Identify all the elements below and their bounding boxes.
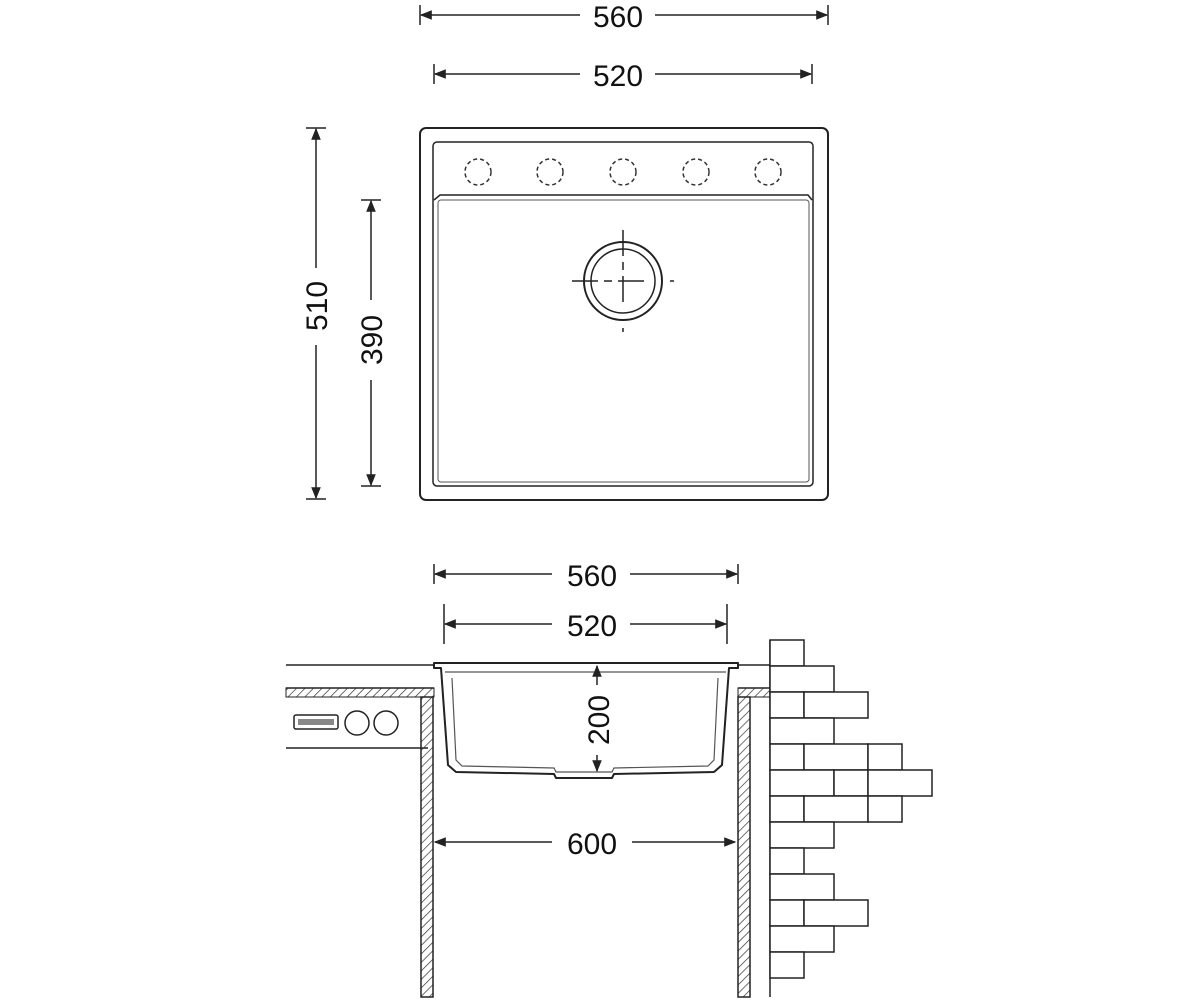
top-view: 560 520 510 390 [301,1,829,501]
side-view: 560 520 [285,560,933,998]
top-depth-outer-label: 510 [301,281,334,331]
cabinet-width-label: 600 [567,828,617,861]
top-depth-inner-dimension: 390 [356,199,389,487]
top-width-outer-label: 560 [593,1,643,34]
side-width-inner-label: 520 [567,610,617,643]
tap-ledge-edge [433,194,813,201]
side-width-outer-dimension: 560 [433,560,739,593]
top-width-inner-dimension: 520 [433,60,813,93]
countertop-right [737,664,771,698]
bowl-depth-label: 200 [583,695,616,745]
tap-hole-icon [536,158,564,186]
cabinet-width-dimension: 600 [433,828,737,861]
top-depth-outer-dimension: 510 [301,127,334,500]
top-width-outer-dimension: 560 [419,1,829,34]
bowl-depth-dimension: 200 [583,664,616,773]
brick-wall [769,639,933,997]
tap-hole-icon [464,158,492,186]
tap-hole-icon [609,158,637,186]
side-width-outer-label: 560 [567,560,617,593]
cabinet-panel-left [420,696,434,998]
tap-hole-icon [682,158,710,186]
top-width-inner-label: 520 [593,60,643,93]
tap-hole-icon [754,158,782,186]
sink-inner-rim [432,141,814,487]
display-slot-icon [293,714,339,730]
knob-icon [344,710,370,736]
knob-icon [373,710,399,736]
sink-cross-section [433,662,739,779]
side-width-inner-dimension: 520 [443,604,728,644]
cabinet-panel-right [737,696,751,998]
bowl-outline [437,199,810,483]
drain-icon [572,230,674,332]
top-depth-inner-label: 390 [356,315,389,365]
appliance-controls [293,710,399,736]
sink-outer-rim [419,127,829,501]
countertop-left [285,664,435,749]
tap-hole-positions [464,158,782,186]
